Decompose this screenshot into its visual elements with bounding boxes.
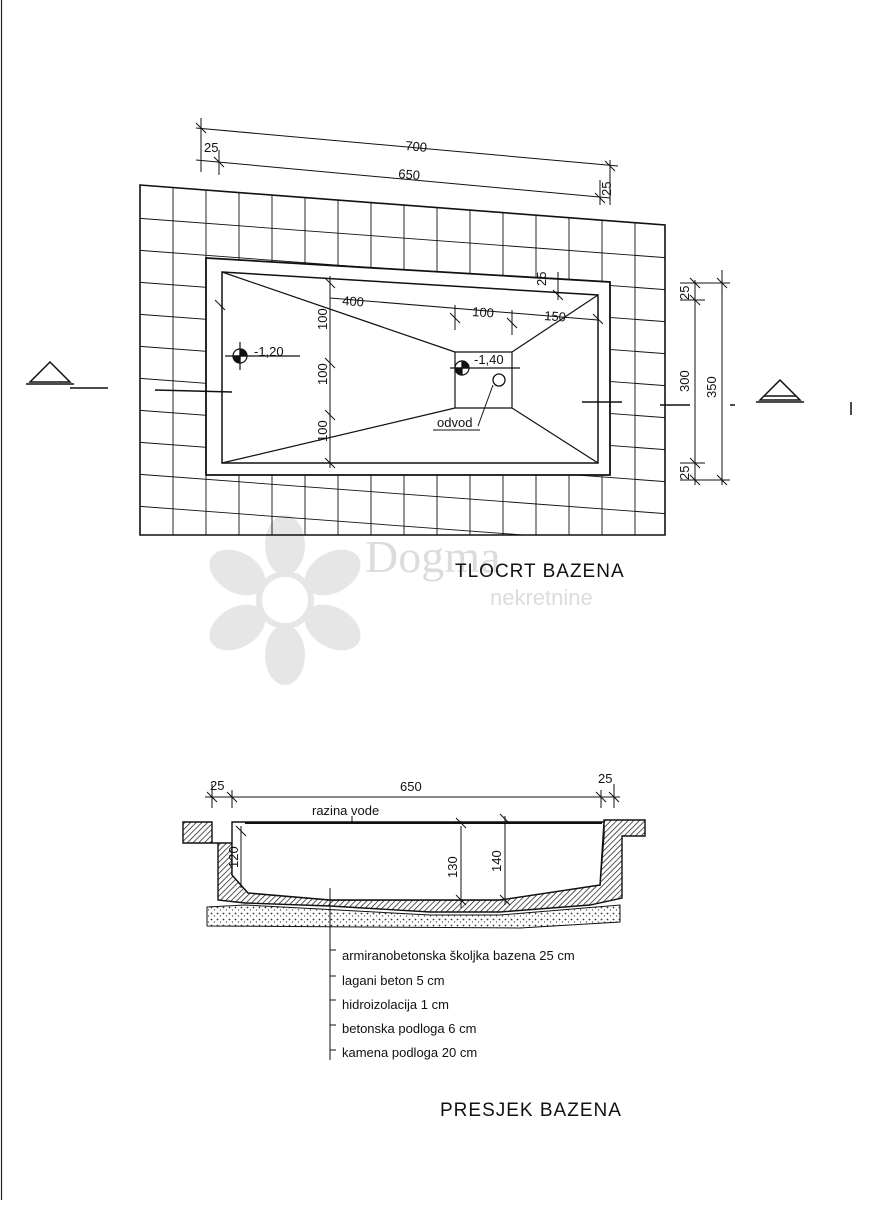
- section-view: [182, 784, 646, 1060]
- level-marker-deep-icon: [450, 360, 520, 376]
- dim-slope-end: 150: [544, 308, 567, 324]
- dim-width-inner: 300: [677, 370, 692, 392]
- drain-label: odvod: [437, 415, 472, 430]
- dim-width-bottom: 25: [677, 466, 692, 480]
- level-shallow-label: -1,20: [254, 344, 284, 359]
- layer-item: armiranobetonska školjka bazena 25 cm: [342, 948, 575, 963]
- plan-title: TLOCRT BAZENA: [455, 561, 625, 582]
- section-depth-deep: 140: [489, 850, 504, 872]
- section-dim-edge-left: 25: [210, 778, 224, 793]
- watermark-sub: nekretnine: [490, 585, 593, 610]
- section-depth-mid: 130: [445, 856, 460, 878]
- drain-icon: [492, 373, 506, 387]
- section-depth-shallow: 120: [226, 846, 241, 868]
- section-title: PRESJEK BAZENA: [440, 1100, 622, 1121]
- layer-item: hidroizolacija 1 cm: [342, 997, 449, 1012]
- section-depth-dimensions: [235, 813, 511, 908]
- plan-top-dimensions: [195, 118, 619, 205]
- section-labels: 25 650 25 razina vode 120 130 140 armira…: [210, 771, 622, 1121]
- dim-edge-left: 25: [204, 140, 218, 155]
- layer-item: kamena podloga 20 cm: [342, 1045, 477, 1060]
- plan-inner-dimensions: [214, 272, 604, 469]
- section-dim-length: 650: [400, 779, 422, 794]
- dim-side-c: 100: [315, 420, 330, 442]
- pool-water-volume: [231, 821, 605, 901]
- drain-leader-line: [477, 384, 494, 427]
- watermark-logo-icon: [209, 515, 361, 685]
- dim-width-total: 350: [704, 376, 719, 398]
- water-level-label: razina vode: [312, 803, 379, 818]
- section-arrow-right-icon: [756, 378, 804, 403]
- dim-slope-mid: 100: [472, 304, 495, 320]
- layer-item: lagani beton 5 cm: [342, 973, 445, 988]
- dim-inner-length: 650: [398, 166, 421, 183]
- dim-corner: 25: [534, 272, 549, 286]
- plan-right-dimensions: [680, 270, 730, 486]
- section-arrow-left-icon: [26, 360, 74, 385]
- dim-side-a: 100: [315, 308, 330, 330]
- pool-deck-outline: [139, 184, 666, 536]
- plan-labels: 700 650 25 25 400 100 150 25 100 100 100…: [204, 138, 719, 582]
- watermark-name: Dogma: [365, 531, 500, 582]
- pool-outer-edge: [205, 257, 611, 476]
- dim-total-length: 700: [405, 138, 428, 155]
- dim-width-top: 25: [677, 286, 692, 300]
- level-marker-shallow-icon: [225, 342, 300, 370]
- stone-base-layer: [206, 904, 621, 929]
- dim-edge-right: 25: [599, 182, 614, 196]
- dim-slope-start: 400: [342, 293, 365, 309]
- pool-floor-slope-lines: [221, 271, 599, 464]
- section-dim-edge-right: 25: [598, 771, 612, 786]
- plan-view: [26, 118, 852, 536]
- level-deep-label: -1,40: [474, 352, 504, 367]
- section-cut-markers: [70, 387, 852, 415]
- layer-item: betonska podloga 6 cm: [342, 1021, 476, 1036]
- watermark: Dogma nekretnine: [209, 515, 593, 685]
- dim-side-b: 100: [315, 363, 330, 385]
- section-top-dimensions: [205, 784, 620, 808]
